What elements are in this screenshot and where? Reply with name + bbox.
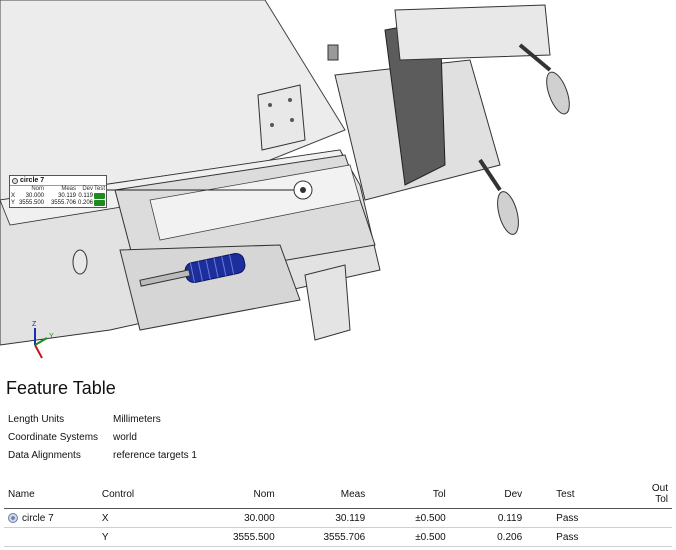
cell-test: Pass <box>526 508 648 528</box>
cell-dev: 0.206 <box>449 527 527 547</box>
col-header-nom[interactable]: Nom <box>213 480 279 509</box>
table-row[interactable]: circle 7 X 30.000 30.119 ±0.500 0.119 Pa… <box>4 508 672 528</box>
feature-name: circle 7 <box>22 512 54 524</box>
feature-table: Name Control Nom Meas Tol Dev Test Out T… <box>4 480 672 547</box>
callout-meas: 3555.706 <box>50 200 76 206</box>
cell-name: circle 7 <box>4 508 98 528</box>
callout-feature-name: circle 7 <box>20 177 45 184</box>
callout-header-nom: Nom <box>31 186 44 192</box>
cell-test: Pass <box>526 527 648 547</box>
cell-out-tol <box>647 508 672 528</box>
report-metadata: Length Units Millimeters Coordinate Syst… <box>8 410 197 464</box>
cell-name <box>4 527 98 547</box>
meta-label: Data Alignments <box>8 449 81 461</box>
circle-feature-icon[interactable] <box>8 512 18 523</box>
col-header-out-tol[interactable]: Out Tol <box>647 480 672 509</box>
meta-row: Data Alignments reference targets 1 <box>8 446 197 464</box>
meta-row: Coordinate Systems world <box>8 428 197 446</box>
col-header-test[interactable]: Test <box>526 480 648 509</box>
col-header-meas[interactable]: Meas <box>278 480 370 509</box>
meta-label: Length Units <box>8 413 65 425</box>
col-header-control[interactable]: Control <box>97 480 214 509</box>
meta-label: Coordinate Systems <box>8 431 99 443</box>
cell-tol: ±0.500 <box>369 527 450 547</box>
meta-value: reference targets 1 <box>113 449 197 461</box>
callout-axis: X <box>11 193 16 199</box>
callout-header-meas: Meas <box>61 186 76 192</box>
cell-nom: 3555.500 <box>213 527 279 547</box>
callout-header-dev: Dev <box>82 186 93 192</box>
meta-value: world <box>113 431 137 443</box>
toggle-clamp-upper <box>518 43 570 115</box>
knob <box>72 249 88 275</box>
coordinate-triad <box>34 328 48 359</box>
report-title: Feature Table <box>6 378 116 398</box>
callout-row-y: Y 3555.500 3555.706 0.206 <box>10 200 106 207</box>
cell-control: X <box>97 508 214 528</box>
col-header-tol[interactable]: Tol <box>369 480 450 509</box>
cell-meas: 3555.706 <box>278 527 370 547</box>
report-section: Feature Table Length Units Millimeters C… <box>0 370 676 550</box>
callout-nom: 3555.500 <box>18 200 44 206</box>
callout-axis: Y <box>11 200 16 206</box>
circle-feature-icon <box>12 177 18 184</box>
cad-3d-viewport[interactable]: Z Y circle 7 Nom Meas Dev Test X 30.000 … <box>0 0 676 370</box>
callout-nom: 30.000 <box>25 193 44 199</box>
clamp-housing <box>119 244 301 331</box>
callout-dev: 0.119 <box>78 193 93 199</box>
peg <box>327 44 339 61</box>
cell-meas: 30.119 <box>278 508 370 528</box>
callout-row-x: X 30.000 30.119 0.119 <box>10 193 106 200</box>
col-header-name[interactable]: Name <box>4 480 98 509</box>
meta-row: Length Units Millimeters <box>8 410 197 428</box>
hole-plate <box>257 84 306 151</box>
cell-out-tol <box>647 527 672 547</box>
triad-y-label: Y <box>49 333 54 340</box>
callout-dev: 0.206 <box>77 200 93 206</box>
cell-tol: ±0.500 <box>369 508 450 528</box>
callout-header-row: Nom Meas Dev Test <box>10 186 106 193</box>
pass-indicator <box>94 200 105 206</box>
feature-callout[interactable]: circle 7 Nom Meas Dev Test X 30.000 30.1… <box>9 175 107 208</box>
cell-control: Y <box>97 527 214 547</box>
triad-z-label: Z <box>32 321 37 328</box>
col-header-dev[interactable]: Dev <box>449 480 527 509</box>
callout-meas: 30.119 <box>58 193 76 199</box>
support-leg <box>304 264 351 341</box>
callout-header-test: Test <box>93 186 105 192</box>
top-frame <box>394 4 551 61</box>
pass-indicator <box>94 193 105 199</box>
spring-rod <box>139 269 191 287</box>
meta-value: Millimeters <box>113 413 161 425</box>
cell-nom: 30.000 <box>213 508 279 528</box>
table-row[interactable]: Y 3555.500 3555.706 ±0.500 0.206 Pass <box>4 527 672 547</box>
table-header-row: Name Control Nom Meas Tol Dev Test Out T… <box>4 480 672 509</box>
callout-title: circle 7 <box>10 176 106 186</box>
cell-dev: 0.119 <box>449 508 527 528</box>
toggle-clamp-lower <box>478 158 519 235</box>
